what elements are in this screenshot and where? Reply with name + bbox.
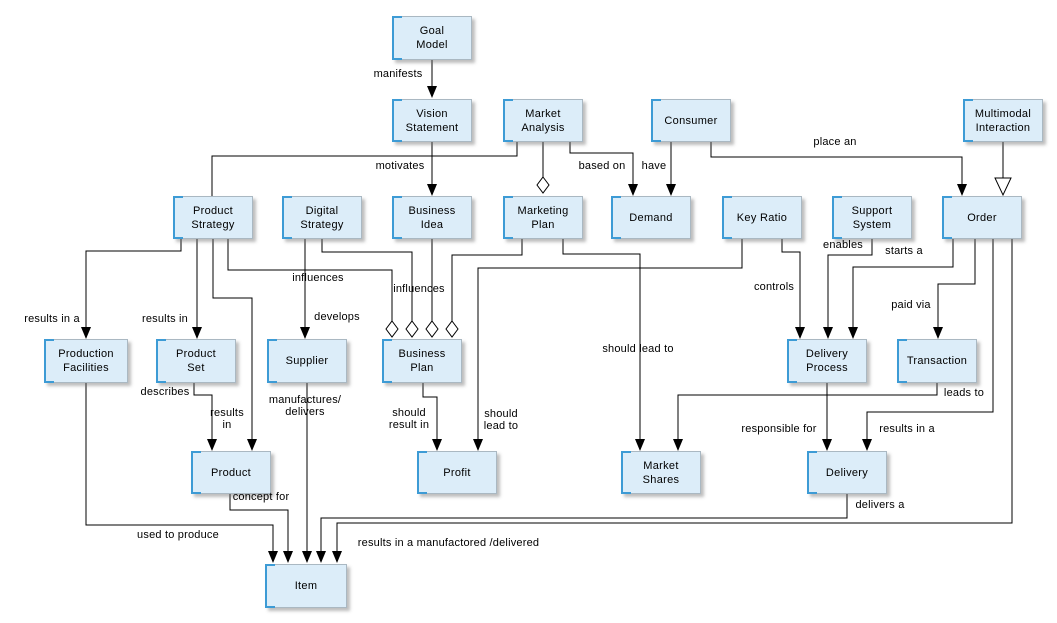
edge-label-enables: enables xyxy=(823,239,863,251)
node-market-analysis[interactable]: Market Analysis xyxy=(503,99,583,142)
edge-label-delivers-a: delivers a xyxy=(855,499,905,511)
edge-label-results-in-product: results in xyxy=(210,407,244,431)
edge-digital-strategy-business-plan xyxy=(321,239,413,321)
node-production-facilities[interactable]: Production Facilities xyxy=(44,339,128,383)
edge-label-leads-to: leads to xyxy=(943,387,985,399)
node-product-strategy[interactable]: Product Strategy xyxy=(173,196,253,239)
edge-label-describes: describes xyxy=(140,386,190,398)
node-key-ratio[interactable]: Key Ratio xyxy=(722,196,802,239)
edge-label-have: have xyxy=(641,160,667,172)
edge-production-facilities-item xyxy=(85,382,278,563)
node-product[interactable]: Product xyxy=(191,451,271,494)
edge-label-manufactures-delivers: manufactures/ delivers xyxy=(268,394,342,418)
edge-label-results-in-a-pf: results in a xyxy=(24,313,80,325)
node-transaction[interactable]: Transaction xyxy=(897,339,977,383)
node-multimodal-interaction[interactable]: Multimodal Interaction xyxy=(963,99,1043,142)
edge-key-ratio-profit xyxy=(473,239,743,451)
edge-business-plan-profit xyxy=(422,382,442,451)
edge-label-used-to-produce: used to produce xyxy=(137,529,219,541)
node-delivery[interactable]: Delivery xyxy=(807,451,887,494)
edge-order-delivery-process xyxy=(848,239,954,339)
edge-label-influences-bi: influences xyxy=(393,283,445,295)
edge-label-results-in-pset: results in xyxy=(141,313,189,325)
edge-label-starts-a: starts a xyxy=(885,245,923,257)
node-market-shares[interactable]: Market Shares xyxy=(621,451,701,494)
node-delivery-process[interactable]: Delivery Process xyxy=(787,339,867,383)
edge-product-strategy-production-facilities xyxy=(81,239,182,339)
edge-label-should-result-in: should result in xyxy=(388,407,430,431)
aggregation-diamond-icon xyxy=(425,320,439,338)
edge-delivery-item xyxy=(316,494,848,563)
node-support-system[interactable]: Support System xyxy=(832,196,912,239)
edge-label-motivates: motivates xyxy=(375,160,425,172)
aggregation-diamond-icon xyxy=(536,176,550,194)
node-vision-statement[interactable]: Vision Statement xyxy=(392,99,472,142)
edge-consumer-order xyxy=(710,142,967,196)
node-digital-strategy[interactable]: Digital Strategy xyxy=(282,196,362,239)
generalization-triangle-icon xyxy=(994,177,1012,197)
node-marketing-plan[interactable]: Marketing Plan xyxy=(503,196,583,239)
node-item[interactable]: Item xyxy=(265,564,347,608)
node-consumer[interactable]: Consumer xyxy=(651,99,731,142)
edge-label-results-in-a-manufactored: results in a manufactored /delivered xyxy=(357,537,540,549)
node-profit[interactable]: Profit xyxy=(417,451,497,494)
edge-label-results-in-a-delivery: results in a xyxy=(879,423,935,435)
edge-product-strategy-product xyxy=(212,239,257,451)
aggregation-diamond-icon xyxy=(445,320,459,338)
edge-order-delivery xyxy=(862,239,994,451)
edge-label-should-lead-to-profit: should lead to xyxy=(483,408,519,432)
edge-order-transaction xyxy=(933,239,976,339)
edge-label-concept-for: concept for xyxy=(232,491,290,503)
node-goal-model[interactable]: Goal Model xyxy=(392,16,472,60)
aggregation-diamond-icon xyxy=(385,320,399,338)
edge-transaction-market-shares xyxy=(673,382,938,451)
node-business-idea[interactable]: Business Idea xyxy=(392,196,472,239)
edge-label-controls: controls xyxy=(753,281,795,293)
edge-product-set-product xyxy=(193,382,217,451)
edge-label-manifests: manifests xyxy=(373,68,423,80)
edge-label-should-lead-to-ms: should lead to xyxy=(602,343,674,355)
node-demand[interactable]: Demand xyxy=(611,196,691,239)
edge-label-influences-ps: influences xyxy=(292,272,344,284)
edge-market-analysis-demand xyxy=(569,142,638,196)
aggregation-diamond-icon xyxy=(405,320,419,338)
edge-label-based-on: based on xyxy=(578,160,626,172)
edge-label-place-an: place an xyxy=(813,136,857,148)
edge-marketing-plan-business-plan xyxy=(451,239,523,321)
edge-label-develops: develops xyxy=(314,311,360,323)
node-order[interactable]: Order xyxy=(942,196,1022,239)
edge-label-responsible-for: responsible for xyxy=(741,423,817,435)
edge-product-strategy-business-plan xyxy=(227,239,393,321)
edge-market-analysis-product-strategy xyxy=(211,142,518,196)
edge-order-item xyxy=(332,239,1013,563)
edge-label-paid-via: paid via xyxy=(891,299,931,311)
node-product-set[interactable]: Product Set xyxy=(156,339,236,383)
edge-key-ratio-delivery-process xyxy=(781,239,805,339)
node-supplier[interactable]: Supplier xyxy=(267,339,347,383)
edge-support-system-delivery-process xyxy=(823,239,873,339)
edge-marketing-plan-market-shares xyxy=(562,239,645,451)
node-business-plan[interactable]: Business Plan xyxy=(382,339,462,383)
edge-product-item xyxy=(229,494,293,563)
